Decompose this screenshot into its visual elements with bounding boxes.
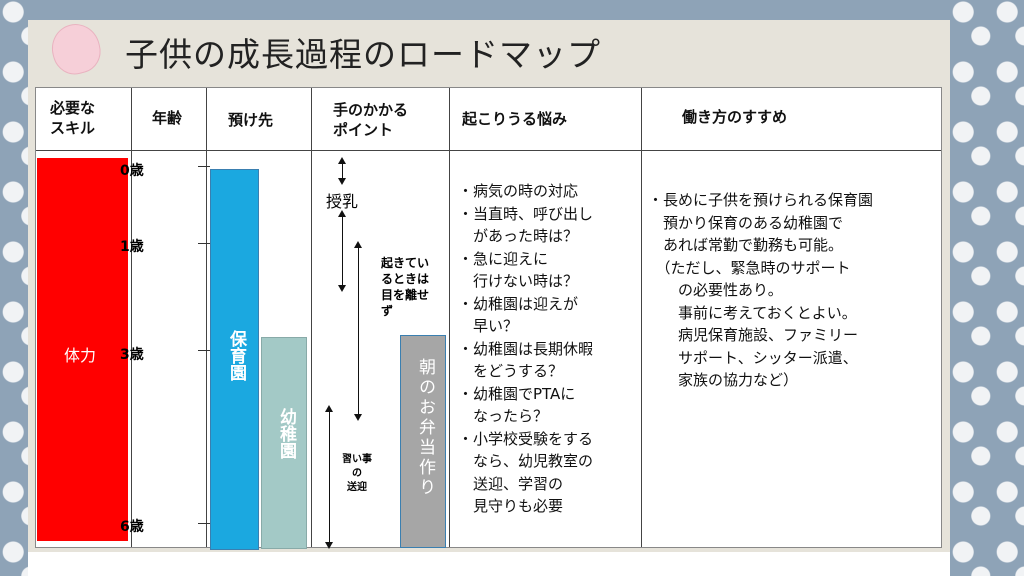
page-title: 子供の成長過程のロードマップ: [125, 35, 601, 74]
background-pattern-right: [950, 0, 1024, 576]
work-line: の必要性あり。: [648, 281, 783, 299]
age-tick: [198, 243, 210, 244]
arrow-icon: [338, 157, 346, 185]
header-work: 働き方のすすめ: [682, 108, 788, 126]
watch-label: 起きてい るときは 目を離せ ず: [381, 256, 430, 318]
header-age: 年齢: [152, 109, 183, 127]
slide-footer: [28, 552, 950, 576]
arrow-icon: [338, 210, 346, 292]
worry-item: があった時は？: [458, 227, 579, 245]
kindergarten-label: 幼稚園: [276, 408, 296, 459]
work-line: 家族の協力など）: [648, 371, 799, 389]
age-tick: [198, 523, 210, 524]
background-pattern-left: [0, 0, 28, 576]
age-tick: [198, 350, 210, 351]
arrow-icon: [325, 405, 333, 549]
worry-item: 早い？: [458, 317, 519, 335]
worry-item: 行けない時は？: [458, 272, 579, 290]
age-label: 3歳: [120, 347, 144, 363]
worry-item: ・当直時、呼び出し: [458, 204, 594, 223]
kindergarten-bar: 幼稚園: [261, 337, 307, 549]
worry-item: ・急に迎えに: [458, 249, 549, 268]
worry-item: ・病気の時の対応: [458, 182, 579, 200]
work-line: 預かり保育のある幼稚園で: [648, 213, 844, 232]
roadmap-table: [35, 87, 942, 548]
arrow-icon: [354, 241, 362, 421]
bento-bar: 朝のお弁当作り: [400, 335, 446, 548]
work-line: サポート、シッター派遣、: [648, 348, 858, 367]
worry-item: ・幼稚園は迎えが: [458, 294, 579, 313]
work-advice: ・長めに子供を預けられる保育園 預かり保育のある幼稚園で あれば常勤で勤務も可能…: [648, 189, 873, 392]
age-label: 6歳: [120, 519, 144, 535]
skill-label: 体力: [64, 346, 97, 365]
worry-item: 見守りも必要: [458, 497, 564, 515]
worry-item: ・幼稚園でPTAに: [458, 384, 576, 403]
worry-item: ・小学校受験をする: [458, 429, 594, 448]
skill-bar: [37, 158, 128, 541]
work-line: （ただし、緊急時のサポート: [648, 258, 851, 277]
worry-item: をどうする？: [458, 362, 564, 380]
worry-item: なら、幼児教室の: [458, 452, 594, 470]
lessons-label: 習い事 の 送迎: [342, 454, 372, 493]
age-label: 0歳: [120, 163, 144, 179]
work-line: 病児保育施設、ファミリー: [648, 326, 859, 344]
worries-list: ・病気の時の対応 ・当直時、呼び出し があった時は？ ・急に迎えに 行けない時は…: [458, 180, 593, 518]
nursing-label: 授乳: [326, 192, 359, 211]
worry-item: 送迎、学習の: [458, 474, 564, 493]
work-line: 事前に考えておくとよい。: [648, 303, 857, 322]
work-line: あれば常勤で勤務も可能。: [648, 236, 844, 254]
bento-label: 朝のお弁当作り: [415, 358, 435, 498]
age-tick: [198, 166, 210, 167]
worry-item: ・幼稚園は長期休暇: [458, 339, 594, 358]
work-line: ・長めに子供を預けられる保育園: [648, 191, 874, 209]
header-skill: 必要な スキル: [50, 99, 96, 137]
header-place: 預け先: [228, 111, 274, 129]
header-worries: 起こりうる悩み: [462, 110, 568, 128]
age-label: 1歳: [120, 239, 144, 255]
nursery-label: 保育園: [226, 330, 246, 381]
worry-item: なったら？: [458, 407, 549, 425]
nursery-bar: 保育園: [210, 169, 259, 550]
header-points: 手のかかる ポイント: [333, 101, 409, 139]
